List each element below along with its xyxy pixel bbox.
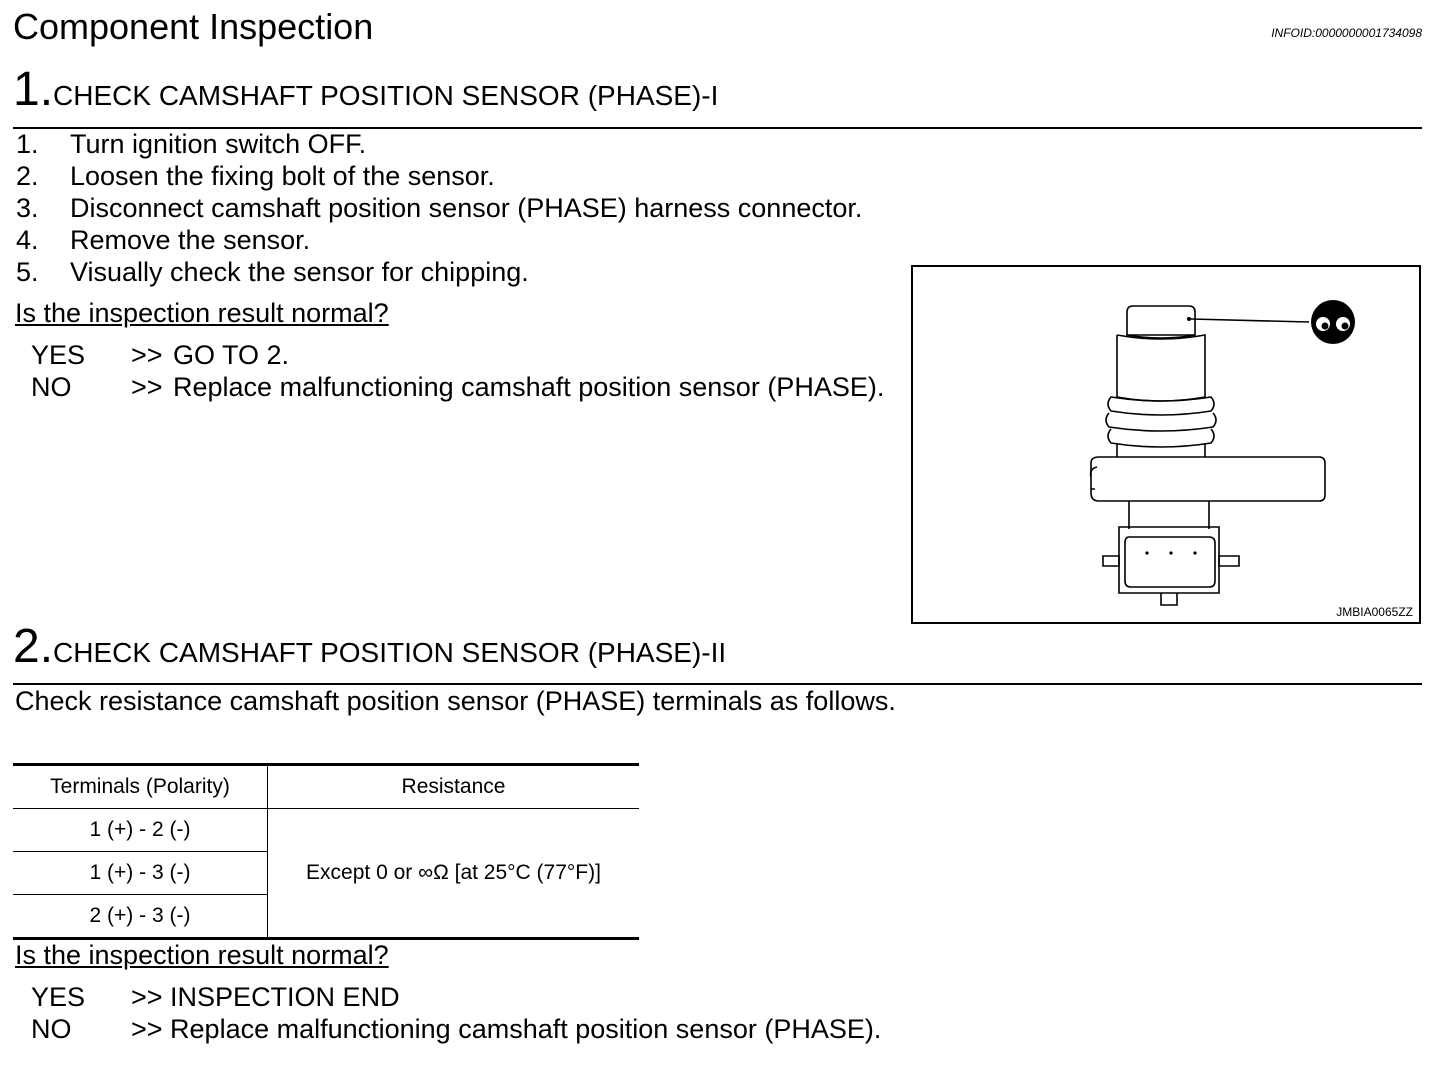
list-item-number: 1. — [16, 129, 39, 159]
no-label: NO — [31, 372, 72, 402]
arrow: >> — [131, 372, 163, 402]
table-header-resistance: Resistance — [267, 763, 639, 809]
list-item-number: 2. — [16, 161, 39, 191]
list-item-text: Disconnect camshaft position sensor (PHA… — [70, 193, 863, 223]
list-item: 1. Turn ignition switch OFF. — [16, 128, 862, 160]
table-row: 1 (+) - 3 (-) — [13, 851, 639, 895]
list-item-text: Loosen the fixing bolt of the sensor. — [70, 161, 495, 191]
yes-text: GO TO 2. — [173, 340, 290, 370]
step-2-answers: YES >> INSPECTION END NO >> Replace malf… — [31, 981, 1031, 1045]
list-item: 3. Disconnect camshaft position sensor (P… — [16, 192, 862, 224]
no-text: >> Replace malfunctioning camshaft posit… — [131, 1014, 882, 1044]
list-item-number: 5. — [16, 257, 39, 287]
camshaft-sensor-illustration — [1089, 300, 1355, 606]
terminal-pair: 2 (+) - 3 (-) — [13, 894, 268, 940]
yes-label: YES — [31, 340, 86, 370]
step-2-description: Check resistance camshaft position senso… — [15, 686, 896, 716]
step-1-rule — [13, 127, 1422, 129]
step-2-question: Is the inspection result normal? — [15, 940, 389, 970]
list-item-text: Remove the sensor. — [70, 225, 311, 255]
no-answer: NO >> Replace malfunctioning camshaft po… — [31, 371, 893, 403]
table-header-terminals: Terminals (Polarity) — [13, 763, 268, 809]
arrow: >> — [131, 340, 163, 370]
resistance-table: Terminals (Polarity) Resistance 1 (+) - … — [13, 763, 639, 940]
yes-label: YES — [31, 982, 86, 1012]
step-1-number: 1. — [13, 63, 54, 116]
table-row: 2 (+) - 3 (-) — [13, 894, 639, 940]
list-item-text: Turn ignition switch OFF. — [70, 129, 367, 159]
step-2-heading: 2.CHECK CAMSHAFT POSITION SENSOR (PHASE)… — [13, 619, 726, 674]
step-1-title: CHECK CAMSHAFT POSITION SENSOR (PHASE)-I — [53, 80, 719, 111]
step-1-answers: YES >> GO TO 2. NO >> Replace malfunctio… — [31, 339, 893, 403]
list-item-text: Visually check the sensor for chipping. — [70, 257, 529, 287]
list-item: 5. Visually check the sensor for chipping… — [16, 256, 862, 288]
page-title: Component Inspection — [13, 6, 374, 47]
list-item-number: 3. — [16, 193, 39, 223]
step-2-number: 2. — [13, 620, 54, 673]
step-1-heading: 1.CHECK CAMSHAFT POSITION SENSOR (PHASE)… — [13, 62, 718, 117]
terminal-pair: 1 (+) - 2 (-) — [13, 808, 268, 852]
figure-code: JMBIA0065ZZ — [1336, 605, 1413, 619]
yes-answer: YES >> GO TO 2. — [31, 339, 893, 371]
info-id: INFOID:0000000001734098 — [1271, 26, 1422, 40]
no-label: NO — [31, 1014, 72, 1044]
yes-answer: YES >> INSPECTION END — [31, 981, 1031, 1013]
step-2-rule — [13, 683, 1422, 685]
yes-text: >> INSPECTION END — [131, 982, 400, 1012]
terminal-pair: 1 (+) - 3 (-) — [13, 851, 268, 895]
resistance-value: Except 0 or ∞Ω [at 25°C (77°F)] — [267, 808, 639, 940]
list-item: 2. Loosen the fixing bolt of the sensor. — [16, 160, 862, 192]
step-1-question: Is the inspection result normal? — [15, 298, 389, 328]
table-header-row: Terminals (Polarity) Resistance — [13, 763, 639, 809]
list-item-number: 4. — [16, 225, 39, 255]
table-row: 1 (+) - 2 (-) Except 0 or ∞Ω [at 25°C (7… — [13, 808, 639, 940]
step-2-title: CHECK CAMSHAFT POSITION SENSOR (PHASE)-I… — [53, 637, 727, 668]
no-text: Replace malfunctioning camshaft position… — [173, 372, 885, 402]
no-answer: NO >> Replace malfunctioning camshaft po… — [31, 1013, 1031, 1045]
sensor-figure: JMBIA0065ZZ — [911, 265, 1421, 624]
step-1-procedure-list: 1. Turn ignition switch OFF. 2. Loosen the… — [16, 128, 862, 288]
visual-check-icon — [1311, 300, 1355, 344]
list-item: 4. Remove the sensor. — [16, 224, 862, 256]
